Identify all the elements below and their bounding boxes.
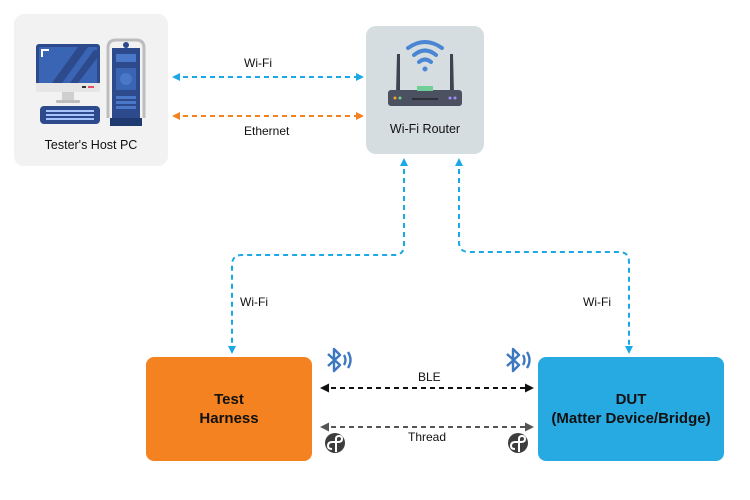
router-th-wifi-label: Wi-Fi [240, 295, 268, 309]
test-harness-line2: Harness [199, 410, 259, 427]
bluetooth-icon [327, 347, 352, 373]
wifi-router-icon [388, 40, 462, 106]
thread-label: Thread [408, 430, 447, 444]
dut-line2: (Matter Device/Bridge) [551, 410, 711, 427]
host-pc-label: Tester's Host PC [44, 138, 138, 152]
desktop-computer-icon [36, 38, 146, 126]
router-dut-wifi-link [455, 158, 633, 354]
dut-line1: DUT [615, 391, 647, 408]
router-th-wifi-link [228, 158, 408, 354]
wifi-router-node: Wi-Fi Router [366, 26, 484, 154]
dut-node: DUT (Matter Device/Bridge) [538, 357, 724, 461]
pc-router-wifi-label: Wi-Fi [244, 56, 272, 70]
thread-icon [325, 433, 345, 453]
host-pc-node: Tester's Host PC [14, 14, 168, 166]
test-harness-node: Test Harness [146, 357, 312, 461]
router-label: Wi-Fi Router [389, 122, 461, 136]
ble-label: BLE [418, 370, 441, 384]
pc-router-ethernet-label: Ethernet [244, 124, 290, 138]
bluetooth-icon [506, 347, 531, 373]
router-dut-wifi-label: Wi-Fi [583, 295, 611, 309]
test-harness-line1: Test [214, 391, 244, 408]
thread-icon [508, 433, 528, 453]
